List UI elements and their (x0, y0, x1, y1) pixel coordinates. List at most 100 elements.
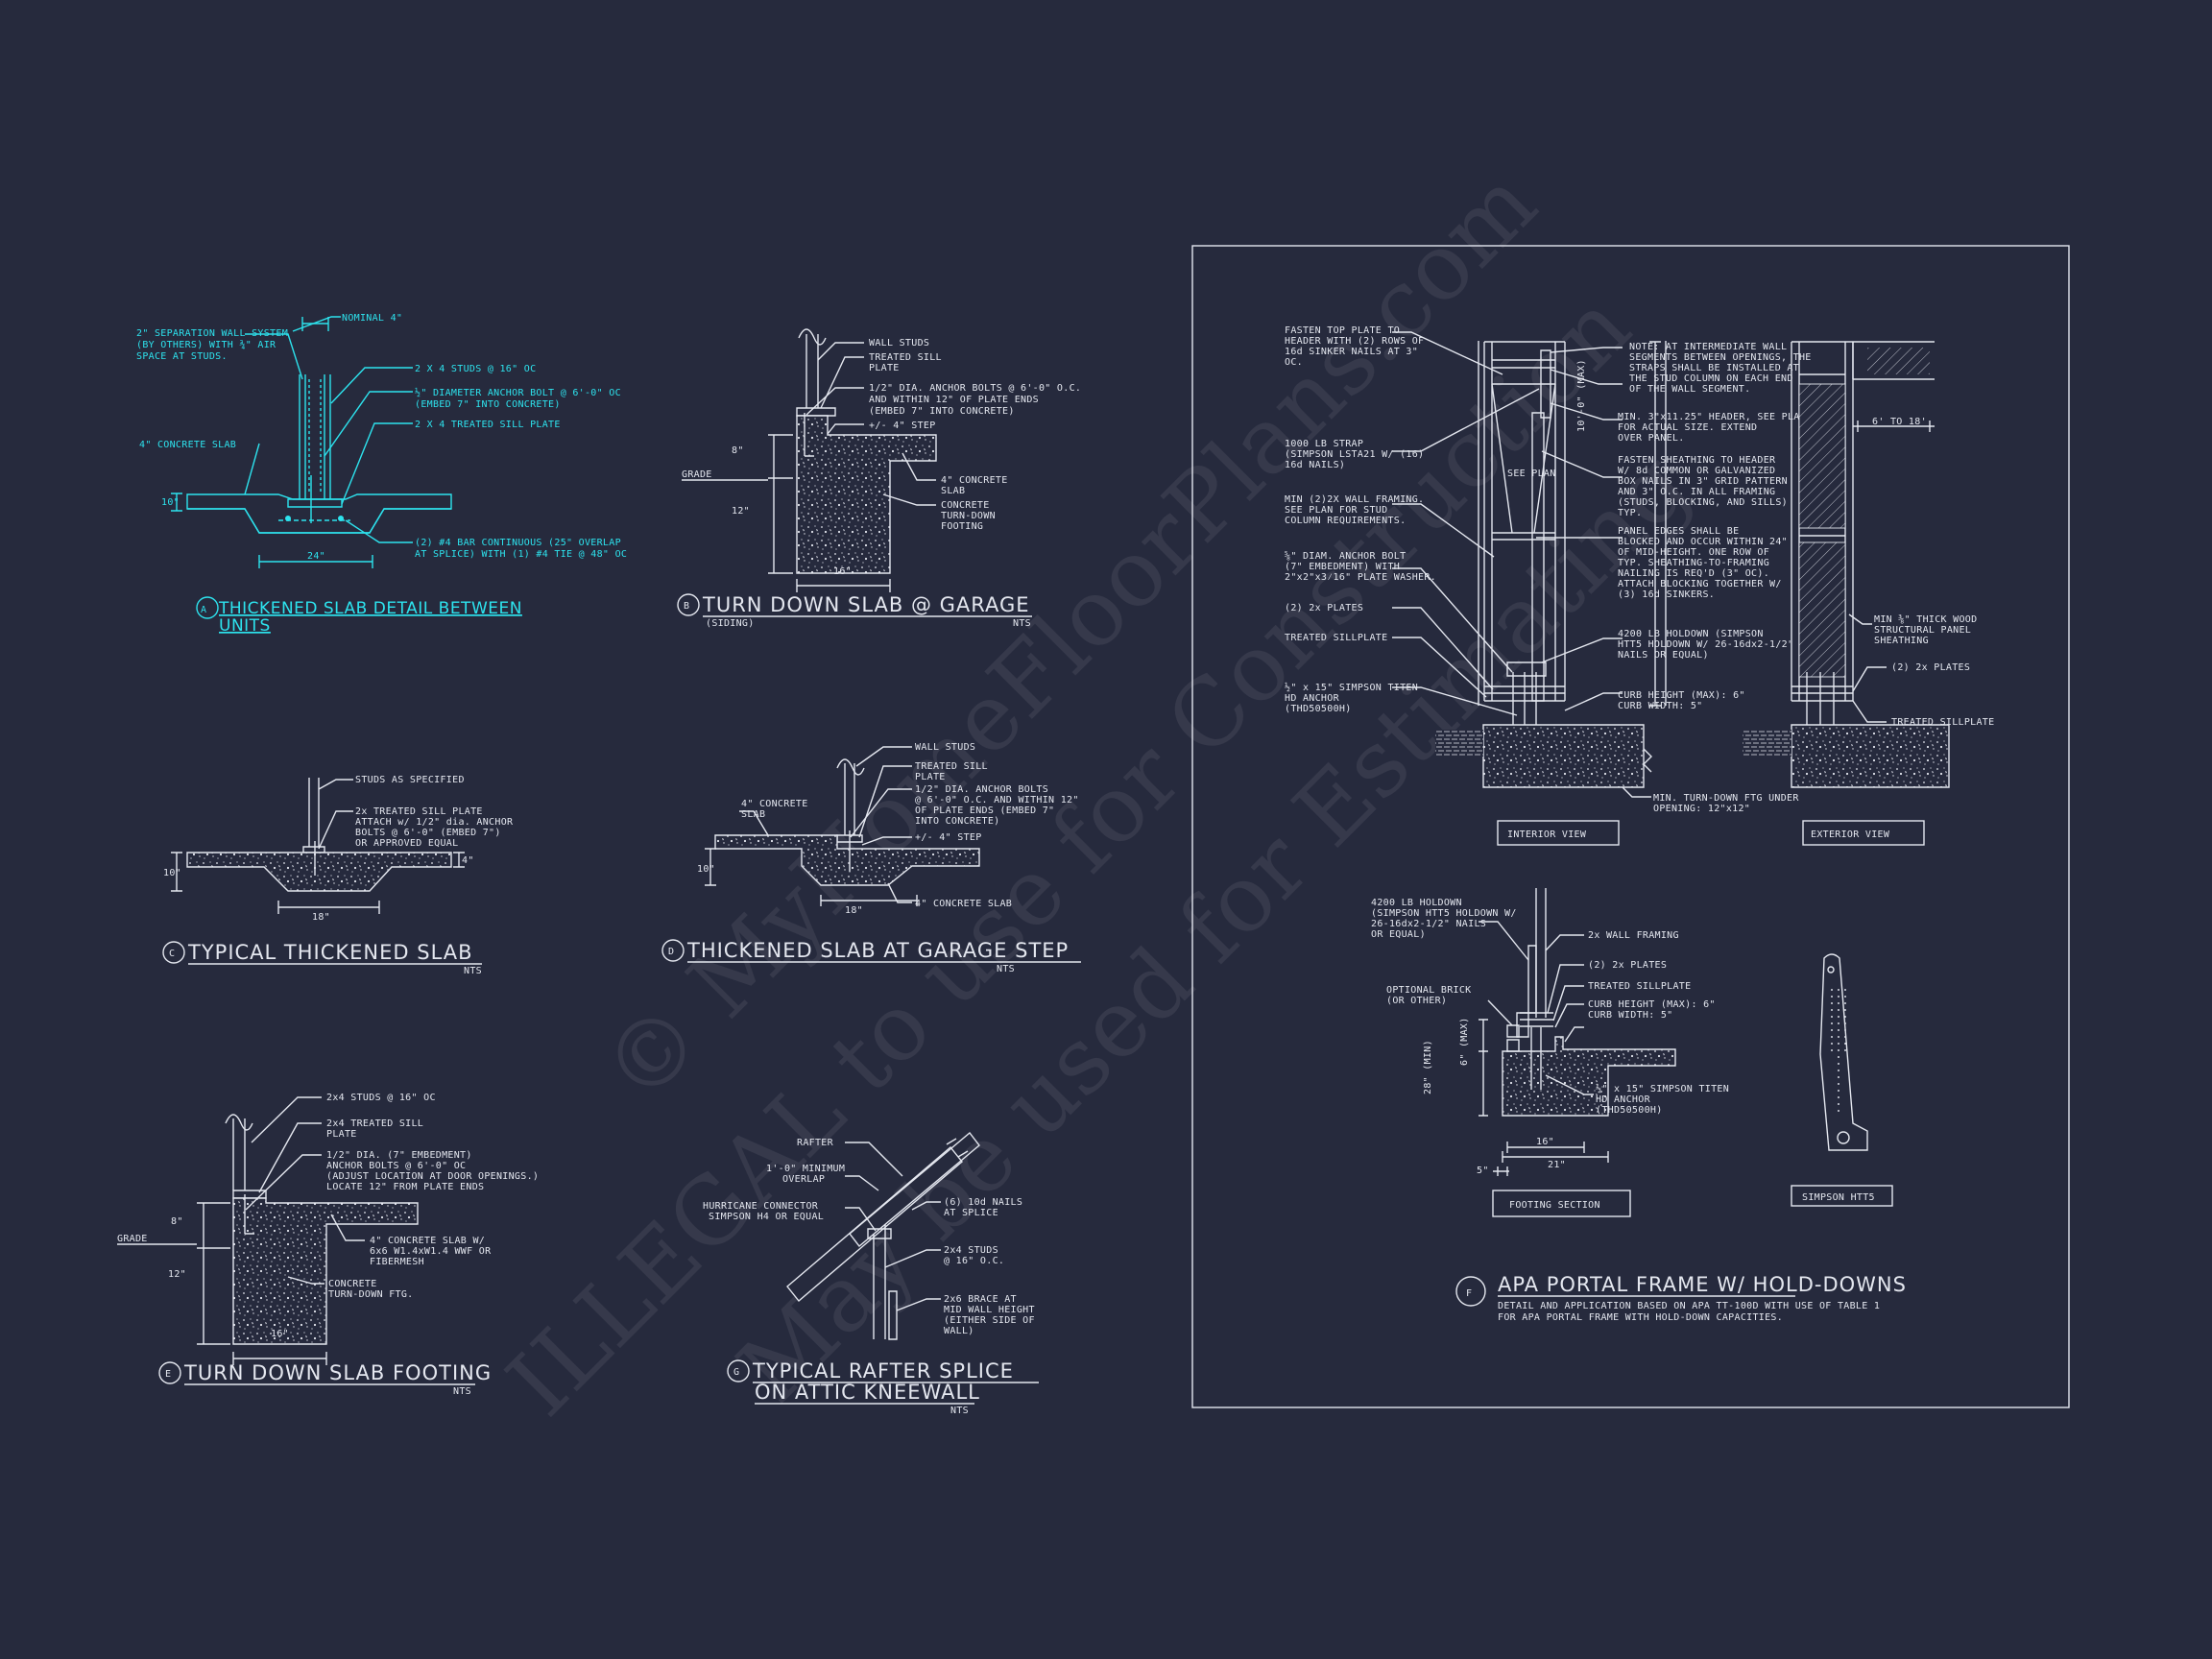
svg-text:½" x 15" SIMPSON TITEN: ½" x 15" SIMPSON TITEN (1596, 1083, 1729, 1094)
svg-text:E: E (165, 1369, 171, 1380)
svg-text:BLOCKED AND OCCUR WITHIN 24": BLOCKED AND OCCUR WITHIN 24" (1618, 537, 1788, 547)
interior-left-notes: FASTEN TOP PLATE TO HEADER WITH (2) ROWS… (1285, 325, 1436, 714)
svg-text:ATTACH w/ 1/2" dia. ANCHOR: ATTACH w/ 1/2" dia. ANCHOR (355, 817, 514, 828)
svg-text:GRADE: GRADE (117, 1234, 148, 1244)
footing-section: 4200 LB HOLDOWN (SIMPSON HTT5 HOLDOWN W/… (1371, 888, 1729, 1217)
svg-text:DETAIL AND APPLICATION BASED O: DETAIL AND APPLICATION BASED ON APA TT-1… (1498, 1301, 1880, 1311)
svg-text:⅝" DIAM. ANCHOR BOLT: ⅝" DIAM. ANCHOR BOLT (1285, 550, 1406, 562)
svg-text:LOCATE 12" FROM PLATE ENDS: LOCATE 12" FROM PLATE ENDS (326, 1182, 484, 1192)
svg-text:(EMBED 7" INTO CONCRETE): (EMBED 7" INTO CONCRETE) (869, 406, 1015, 417)
svg-text:SIMPSON HTT5: SIMPSON HTT5 (1802, 1192, 1875, 1203)
svg-text:FOR ACTUAL SIZE. EXTEND: FOR ACTUAL SIZE. EXTEND (1618, 422, 1757, 433)
svg-text:INTERIOR VIEW: INTERIOR VIEW (1507, 830, 1587, 840)
interior-center-notes: NOTE: AT INTERMEDIATE WALL SEGMENTS BETW… (1618, 342, 1812, 814)
svg-text:OF PLATE ENDS (EMBED 7": OF PLATE ENDS (EMBED 7" (915, 805, 1054, 816)
svg-text:G: G (733, 1367, 739, 1378)
svg-text:FASTEN SHEATHING TO HEADER: FASTEN SHEATHING TO HEADER (1618, 455, 1776, 466)
svg-text:TURN DOWN SLAB FOOTING: TURN DOWN SLAB FOOTING (183, 1361, 492, 1384)
svg-text:FIBERMESH: FIBERMESH (370, 1257, 424, 1267)
svg-text:6" (MAX): 6" (MAX) (1459, 1017, 1470, 1066)
svg-text:WALL STUDS: WALL STUDS (915, 742, 975, 753)
svg-text:2" SEPARATION WALL SYSTEM: 2" SEPARATION WALL SYSTEM (136, 328, 288, 339)
exterior-view: 6' TO 18' MIN ⅜" THICK WOOD STRUCTURAL P… (1743, 341, 1994, 788)
svg-text:SLAB: SLAB (741, 809, 765, 820)
view-labels: INTERIOR VIEW EXTERIOR VIEW (1497, 820, 1925, 846)
svg-text:PLATE: PLATE (869, 363, 900, 373)
svg-text:16d NAILS): 16d NAILS) (1285, 460, 1345, 470)
svg-text:½" x 15" SIMPSON TITEN: ½" x 15" SIMPSON TITEN (1285, 682, 1418, 693)
svg-text:GRADE: GRADE (682, 469, 712, 480)
svg-text:(THD50500H): (THD50500H) (1285, 704, 1352, 714)
svg-text:1000 LB STRAP: 1000 LB STRAP (1285, 439, 1363, 449)
svg-text:5": 5" (1477, 1166, 1489, 1176)
svg-text:(ADJUST LOCATION AT DOOR OPENI: (ADJUST LOCATION AT DOOR OPENINGS.) (326, 1171, 539, 1182)
svg-text:(BY OTHERS) WITH ¾" AIR: (BY OTHERS) WITH ¾" AIR (136, 339, 276, 350)
svg-text:TREATED SILL: TREATED SILL (915, 761, 988, 772)
svg-text:NAILING IS REQ'D (3" OC).: NAILING IS REQ'D (3" OC). (1618, 568, 1769, 579)
svg-text:TURN DOWN SLAB @ GARAGE: TURN DOWN SLAB @ GARAGE (702, 593, 1030, 616)
svg-text:CONCRETE: CONCRETE (328, 1279, 377, 1289)
svg-text:TYPICAL THICKENED SLAB: TYPICAL THICKENED SLAB (187, 941, 473, 964)
svg-text:MIN. TURN-DOWN FTG UNDER: MIN. TURN-DOWN FTG UNDER (1653, 793, 1799, 804)
svg-text:AND 3" O.C. IN ALL FRAMING: AND 3" O.C. IN ALL FRAMING (1618, 487, 1775, 497)
svg-text:4" CONCRETE: 4" CONCRETE (741, 799, 808, 809)
svg-text:STRAPS SHALL BE INSTALLED AT: STRAPS SHALL BE INSTALLED AT (1629, 363, 1799, 373)
svg-text:2 X 4 TREATED SILL PLATE: 2 X 4 TREATED SILL PLATE (415, 420, 561, 430)
svg-text:28" (MIN): 28" (MIN) (1423, 1040, 1433, 1094)
svg-text:TURN-DOWN FTG.: TURN-DOWN FTG. (328, 1289, 414, 1300)
svg-text:OR EQUAL): OR EQUAL) (1371, 929, 1426, 940)
svg-text:FASTEN TOP PLATE TO: FASTEN TOP PLATE TO (1285, 325, 1400, 336)
svg-text:(7" EMBEDMENT) WITH: (7" EMBEDMENT) WITH (1285, 562, 1400, 572)
svg-text:OF THE WALL SEGMENT.: OF THE WALL SEGMENT. (1629, 384, 1750, 395)
svg-text:FOOTING SECTION: FOOTING SECTION (1509, 1200, 1600, 1211)
svg-text:ATTACH BLOCKING TOGETHER W/: ATTACH BLOCKING TOGETHER W/ (1618, 579, 1782, 589)
svg-text:NAILS OR EQUAL): NAILS OR EQUAL) (1618, 650, 1709, 661)
svg-text:SEGMENTS BETWEEN OPENINGS, THE: SEGMENTS BETWEEN OPENINGS, THE (1629, 352, 1812, 363)
svg-text:18": 18" (845, 905, 863, 916)
svg-text:(STUDS, BLOCKING, AND SILLS): (STUDS, BLOCKING, AND SILLS) (1618, 497, 1788, 508)
interior-view: 10'-0" (MAX) SEE PLAN (1392, 331, 1667, 798)
svg-text:4" CONCRETE SLAB: 4" CONCRETE SLAB (915, 899, 1012, 909)
svg-text:(6) 10d NAILS: (6) 10d NAILS (944, 1197, 1022, 1208)
svg-text:CURB HEIGHT (MAX): 6": CURB HEIGHT (MAX): 6" (1588, 999, 1716, 1010)
svg-text:SLAB: SLAB (941, 486, 965, 496)
svg-text:AT SPLICE: AT SPLICE (944, 1208, 998, 1218)
svg-text:4200 LB HOLDOWN (SIMPSON: 4200 LB HOLDOWN (SIMPSON (1618, 629, 1764, 639)
svg-text:BOX NAILS IN 3" GRID PATTERN: BOX NAILS IN 3" GRID PATTERN (1618, 476, 1788, 487)
svg-text:SEE PLAN: SEE PLAN (1507, 469, 1556, 479)
detail-d: WALL STUDS TREATED SILL PLATE 1/2" DIA. … (661, 742, 1081, 974)
svg-text:6x6 W1.4xW1.4 WWF OR: 6x6 W1.4xW1.4 WWF OR (370, 1246, 492, 1257)
svg-text:SPACE AT STUDS.: SPACE AT STUDS. (136, 351, 228, 362)
svg-text:COLUMN REQUIREMENTS.: COLUMN REQUIREMENTS. (1285, 516, 1406, 526)
svg-text:1/2" DIA. (7" EMBEDMENT): 1/2" DIA. (7" EMBEDMENT) (326, 1150, 472, 1161)
svg-text:MIN (2)2X WALL FRAMING.: MIN (2)2X WALL FRAMING. (1285, 494, 1424, 505)
svg-text:HD ANCHOR: HD ANCHOR (1285, 693, 1340, 704)
svg-text:16": 16" (271, 1329, 289, 1339)
svg-text:1/2" DIA. ANCHOR BOLTS @ 6'-0": 1/2" DIA. ANCHOR BOLTS @ 6'-0" O.C. (869, 383, 1081, 394)
svg-text:SEE PLAN FOR STUD: SEE PLAN FOR STUD (1285, 505, 1387, 516)
svg-text:AND WITHIN 12" OF PLATE ENDS: AND WITHIN 12" OF PLATE ENDS (869, 395, 1039, 405)
detail-b: WALL STUDS TREATED SILL PLATE 1/2" DIA. … (677, 328, 1081, 629)
svg-text:INTO CONCRETE): INTO CONCRETE) (915, 816, 1000, 827)
svg-text:PANEL EDGES SHALL BE: PANEL EDGES SHALL BE (1618, 526, 1739, 537)
svg-text:TYP.: TYP. (1618, 508, 1642, 518)
svg-text:OVERLAP: OVERLAP (782, 1174, 825, 1185)
detail-c: STUDS AS SPECIFIED 2x TREATED SILL PLATE… (162, 775, 514, 976)
svg-text:(2) #4 BAR CONTINUOUS (25" OVE: (2) #4 BAR CONTINUOUS (25" OVERLAP (415, 538, 621, 548)
svg-text:TYP. SHEATHING-TO-FRAMING: TYP. SHEATHING-TO-FRAMING (1618, 558, 1769, 568)
svg-text:© MyHomeFloorPlans.com: © MyHomeFloorPlans.com (582, 149, 1556, 1123)
svg-text:6' TO 18': 6' TO 18' (1872, 417, 1927, 427)
svg-text:4" CONCRETE SLAB: 4" CONCRETE SLAB (139, 440, 236, 450)
svg-text:2x TREATED SILL PLATE: 2x TREATED SILL PLATE (355, 806, 483, 817)
svg-text:(2) 2x PLATES: (2) 2x PLATES (1588, 960, 1667, 971)
svg-text:TYPICAL RAFTER SPLICE: TYPICAL RAFTER SPLICE (752, 1359, 1014, 1382)
svg-text:21": 21" (1548, 1160, 1566, 1170)
svg-text:W/ 8d COMMON OR GALVANIZED: W/ 8d COMMON OR GALVANIZED (1618, 466, 1775, 476)
svg-text:24": 24" (307, 551, 325, 562)
svg-text:SIMPSON H4 OR EQUAL: SIMPSON H4 OR EQUAL (709, 1212, 824, 1222)
svg-text:1/2" DIA. ANCHOR BOLTS: 1/2" DIA. ANCHOR BOLTS (915, 784, 1048, 795)
svg-text:10": 10" (163, 868, 181, 878)
svg-text:AT SPLICE) WITH (1) #4 TIE @ 4: AT SPLICE) WITH (1) #4 TIE @ 48" OC (415, 549, 627, 560)
svg-text:12": 12" (168, 1269, 186, 1280)
svg-text:FOR APA PORTAL FRAME WITH HOLD: FOR APA PORTAL FRAME WITH HOLD-DOWN CAPA… (1498, 1312, 1783, 1323)
